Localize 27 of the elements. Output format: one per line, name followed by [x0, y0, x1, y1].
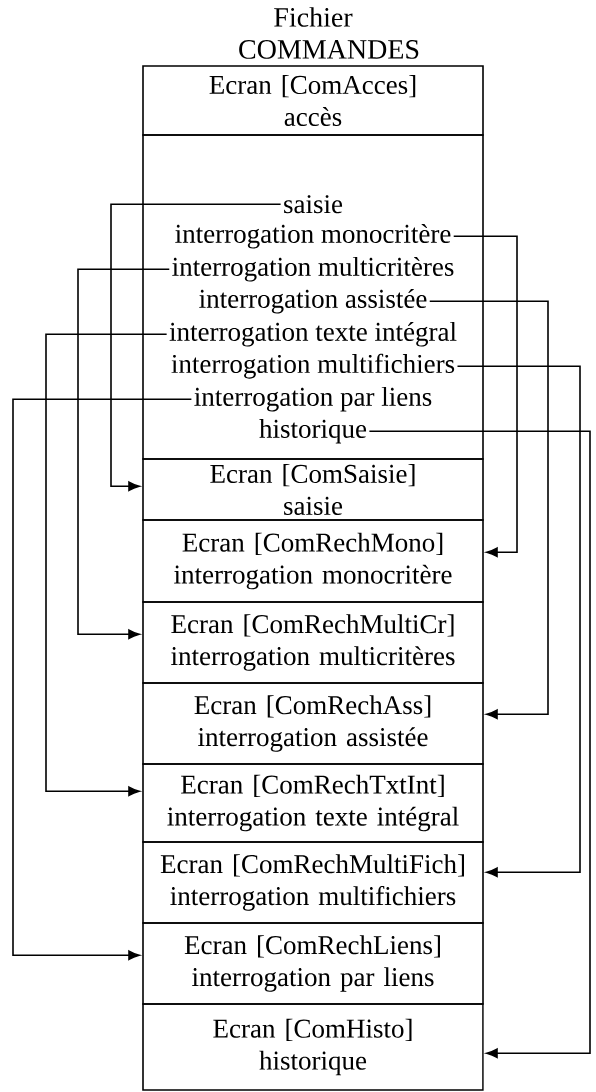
menu-item: interrogation monocritère: [175, 223, 451, 249]
arrow: [12, 398, 193, 961]
arrow: [428, 300, 549, 720]
menu-item: interrogation multicritères: [172, 256, 454, 282]
screen-box: Ecran [ComRechMultiFich] interrogation multifichiers: [142, 841, 484, 924]
arrow: [110, 203, 282, 492]
arrow: [45, 333, 168, 797]
screen-box: Ecran [ComSaisie] saisie: [142, 458, 484, 521]
arrow: [452, 235, 518, 558]
screen-box: Ecran [ComAcces] accès: [142, 65, 484, 136]
arrow: [456, 365, 581, 878]
screen-box: Ecran [ComRechLiens] interrogation par liens: [142, 922, 484, 1005]
screen-box: Ecran [ComRechAss] interrogation assistée: [142, 682, 484, 765]
arrow: [368, 430, 591, 1059]
screen-box: Ecran [ComRechMultiCr] interrogation multicritères: [142, 601, 484, 684]
screen-box: Ecran [ComHisto] historique: [142, 1003, 484, 1091]
screen-box: Ecran [ComRechTxtInt] interrogation texte intégral: [142, 763, 484, 843]
menu-item: interrogation assistée: [199, 288, 427, 314]
menu-item: interrogation multifichiers: [171, 353, 455, 379]
menu-item: historique: [259, 418, 367, 444]
screen-box: Ecran [ComRechMono] interrogation monocritère: [142, 519, 484, 603]
arrow: [77, 268, 171, 640]
menu-item: interrogation par liens: [194, 386, 432, 412]
file-title: Fichier COMMANDES: [239, 7, 419, 59]
menu-item: interrogation texte intégral: [169, 321, 457, 347]
menu-item: saisie: [284, 195, 343, 214]
menu-box: [142, 134, 484, 460]
